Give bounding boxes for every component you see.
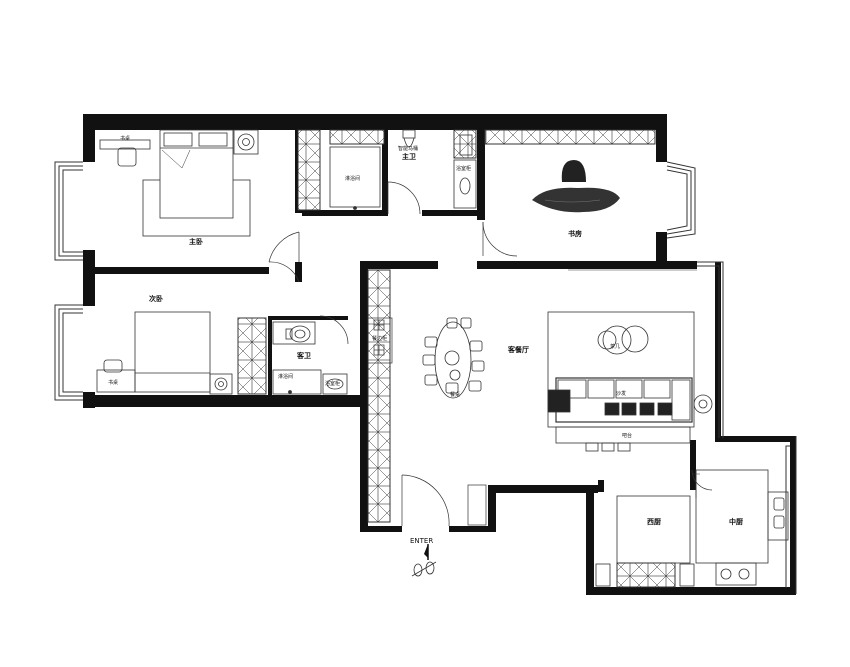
cabinets (237, 129, 676, 588)
fixture-label-sideboard: 餐边柜 (372, 335, 387, 342)
sideboard-area (367, 317, 487, 526)
dining-furniture (422, 317, 485, 399)
fixture-label-basin-guest: 浴室柜 (325, 380, 340, 387)
study-furniture (532, 160, 620, 213)
room-label-master-bedroom: 主卧 (189, 237, 203, 246)
room-label-western-kitchen: 西厨 (647, 517, 661, 526)
fixture-label-bar: 吧台 (622, 432, 632, 439)
room-label-living-dining: 客餐厅 (507, 345, 529, 354)
kitchen-furniture (595, 469, 789, 587)
labels: 主卧 次卧 书房 客餐厅 客卫 西厨 中厨 主卫 书桌 书桌 淋浴间 淋浴间 智… (108, 135, 743, 545)
main-bath-fixtures (329, 129, 477, 210)
fixture-label-basin-main: 浴室柜 (456, 165, 471, 172)
windows (54, 161, 797, 594)
entrance-label: ENTER (410, 537, 433, 545)
fixture-label-shower-guest: 淋浴间 (278, 373, 293, 380)
fixture-label-desk-master: 书桌 (120, 135, 130, 142)
walls (83, 114, 796, 595)
fixture-label-desk-second: 书桌 (108, 379, 118, 386)
living-furniture (547, 311, 713, 452)
room-label-chinese-kitchen: 中厨 (729, 517, 743, 526)
room-label-guest-bath: 客卫 (296, 351, 311, 360)
fixture-label-toilet-main: 智能马桶 (398, 145, 418, 152)
room-label-second-bedroom: 次卧 (149, 294, 163, 303)
guest-bath-fixtures (272, 321, 348, 395)
fixture-label-dining-table: 餐桌 (450, 391, 460, 398)
room-label-study: 书房 (568, 229, 582, 238)
fixture-label-sofa: 沙发 (616, 390, 626, 397)
fixture-label-tea-table: 茶几 (610, 343, 620, 350)
entrance-marker (411, 544, 437, 577)
doors (268, 181, 713, 527)
fixture-label-shower-main: 淋浴间 (345, 175, 360, 182)
second-bedroom-furniture (96, 311, 233, 395)
master-bedroom-furniture (99, 129, 259, 237)
room-label-main-bath: 主卫 (402, 152, 416, 161)
